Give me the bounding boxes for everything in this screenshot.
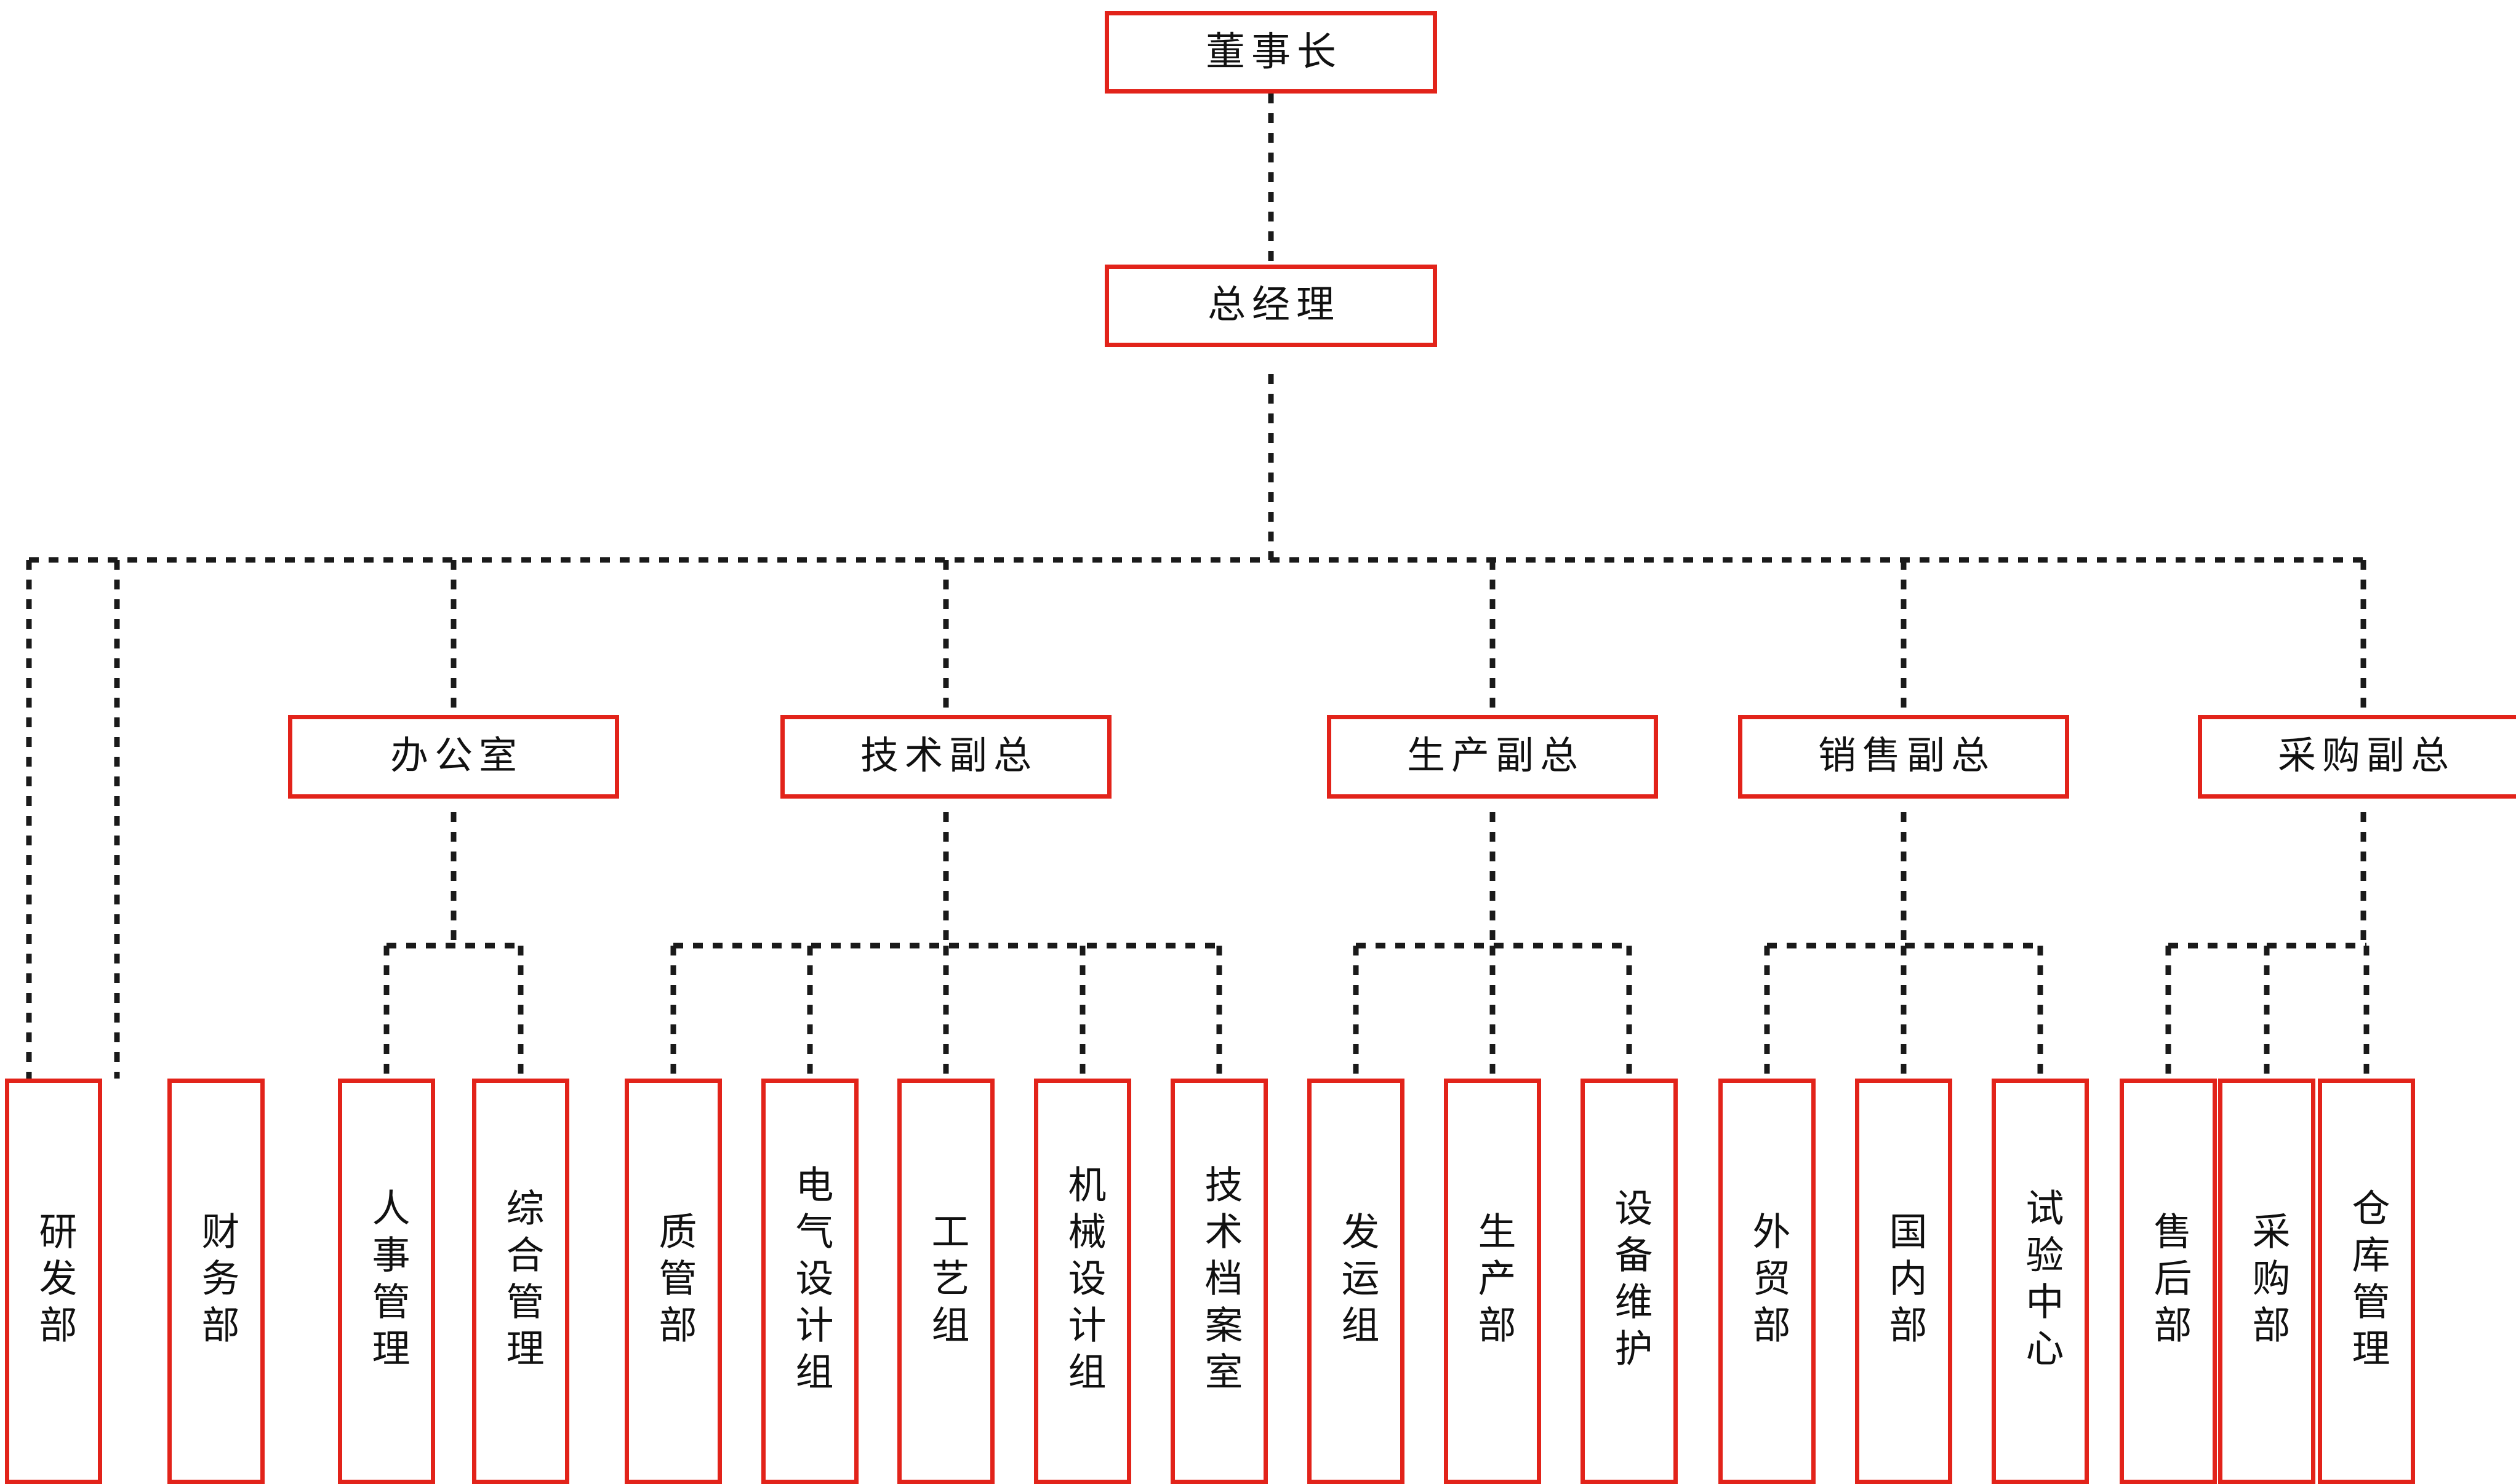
node-label: 总经理 [1207, 284, 1340, 327]
node-label: 生产副总 [1406, 735, 1584, 778]
node-hr[interactable]: 人事管理 [338, 1079, 435, 1484]
node-chairman[interactable]: 董事长 [1105, 11, 1437, 94]
node-electrical-design[interactable]: 电气设计组 [761, 1079, 859, 1484]
node-label: 售后部 [2147, 1211, 2190, 1352]
node-label: 工艺组 [925, 1211, 968, 1352]
node-label: 技术副总 [860, 735, 1038, 778]
node-domestic[interactable]: 国内部 [1855, 1079, 1952, 1484]
node-label: 设备维护 [1608, 1187, 1651, 1375]
node-sales-vp[interactable]: 销售副总 [1738, 715, 2069, 799]
node-label: 质管部 [652, 1211, 695, 1352]
node-test-center[interactable]: 试验中心 [1992, 1079, 2089, 1484]
node-label: 销售副总 [1817, 735, 1995, 778]
node-production-vp[interactable]: 生产副总 [1327, 715, 1658, 799]
node-foreign-trade[interactable]: 外贸部 [1718, 1079, 1816, 1484]
node-label: 外贸部 [1746, 1211, 1789, 1352]
node-label: 生产部 [1472, 1211, 1514, 1352]
node-office[interactable]: 办公室 [288, 715, 619, 799]
node-purchasing-dept[interactable]: 采购部 [2218, 1079, 2315, 1484]
node-label: 办公室 [390, 735, 523, 778]
node-production-dept[interactable]: 生产部 [1444, 1079, 1541, 1484]
node-label: 人事管理 [366, 1187, 408, 1375]
node-label: 仓库管理 [2346, 1187, 2388, 1375]
node-label: 发运组 [1335, 1211, 1377, 1352]
node-label: 采购部 [2246, 1211, 2288, 1352]
node-label: 电气设计组 [789, 1164, 831, 1398]
node-shipping[interactable]: 发运组 [1307, 1079, 1404, 1484]
node-label: 财务部 [195, 1211, 238, 1352]
node-label: 董事长 [1206, 30, 1342, 74]
node-equipment-maintenance[interactable]: 设备维护 [1581, 1079, 1678, 1484]
node-after-sales[interactable]: 售后部 [2120, 1079, 2217, 1484]
node-general-manager[interactable]: 总经理 [1105, 265, 1437, 347]
node-label: 技术档案室 [1198, 1164, 1241, 1398]
node-label: 机械设计组 [1062, 1164, 1104, 1398]
node-warehouse[interactable]: 仓库管理 [2318, 1079, 2415, 1484]
node-purchasing-vp[interactable]: 采购副总 [2198, 715, 2516, 799]
node-rnd[interactable]: 研发部 [5, 1079, 102, 1484]
node-label: 采购副总 [2277, 735, 2455, 778]
node-label: 试验中心 [2019, 1187, 2062, 1375]
node-process-group[interactable]: 工艺组 [897, 1079, 995, 1484]
node-mechanical-design[interactable]: 机械设计组 [1034, 1079, 1131, 1484]
node-tech-vp[interactable]: 技术副总 [780, 715, 1112, 799]
node-quality[interactable]: 质管部 [625, 1079, 722, 1484]
node-label: 国内部 [1883, 1211, 1925, 1352]
node-finance[interactable]: 财务部 [167, 1079, 265, 1484]
node-tech-archive[interactable]: 技术档案室 [1171, 1079, 1268, 1484]
node-label: 综合管理 [500, 1187, 542, 1375]
node-general-admin[interactable]: 综合管理 [472, 1079, 569, 1484]
node-label: 研发部 [33, 1211, 75, 1352]
